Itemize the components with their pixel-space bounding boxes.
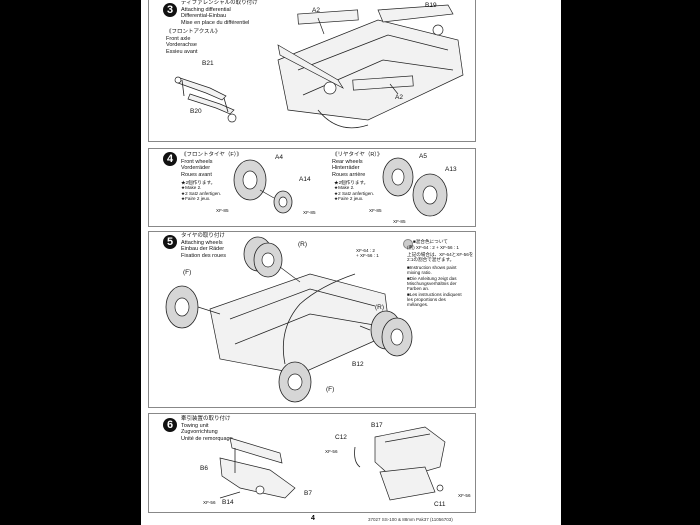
front-wheels-make: ★2個作ります。 ★Make 2. ★2 Satz anfertigen. ★F…	[181, 180, 221, 202]
footer-code: 37027 SS-100 & 88mm Pak37 (11056703)	[368, 517, 453, 522]
front-axle-drawing	[174, 76, 237, 123]
step-3-title: ディファレンシャルの取り付け Attaching differential Di…	[181, 0, 258, 26]
towing-unit-left-drawing	[219, 437, 296, 499]
step-3-title-jp: ディファレンシャルの取り付け	[181, 0, 258, 6]
paint-mix-label: XF-64 : 2 + XF-56 : 1	[356, 248, 379, 259]
label-xf56-b: XF-56	[325, 449, 338, 454]
label-b12: B12	[352, 361, 364, 368]
label-a13: A13	[445, 166, 457, 173]
step-6-title: 牽引装置の取り付け Towing unit Zugvorrichtung Uni…	[181, 416, 233, 442]
front-axle-fr: Essieu avant	[166, 48, 198, 55]
chassis-step3-drawing	[277, 4, 464, 129]
front-make-jp: ★2個作ります。	[181, 180, 216, 185]
label-a2-bottom: A2	[395, 94, 403, 101]
note-fr-1: ■Les instructions indiquent	[407, 292, 462, 297]
label-b6: B6	[200, 465, 208, 472]
note-fr-3: mélanges.	[407, 302, 429, 307]
label-xf56-a: XF-56	[203, 500, 216, 505]
label-f-bottom: (F)	[326, 386, 335, 393]
label-c12: C12	[335, 434, 347, 441]
step-5-title-en: Attaching wheels	[181, 239, 223, 246]
front-axle-jp: 《フロントアクスル》	[166, 29, 221, 35]
label-a4: A4	[275, 154, 283, 161]
page-number: 4	[311, 515, 315, 522]
rear-wheels-caption: 《リヤタイヤ（R）》 Rear wheels Hinterräder Roues…	[332, 152, 383, 178]
step-6-title-en: Towing unit	[181, 422, 209, 429]
front-wheels-jp: 《フロントタイヤ（F）》	[181, 152, 242, 158]
note-de-2: Mischungsverhältnis der	[407, 281, 457, 286]
paint-mix-1: XF-64 : 2	[356, 248, 375, 253]
rear-make-fr: ★Faire 2 jeux.	[334, 196, 364, 202]
step-6-title-de: Zugvorrichtung	[181, 429, 218, 435]
label-a14: A14	[299, 176, 311, 183]
note-en-2: mixing ratio.	[407, 270, 432, 275]
rear-wheels-jp: 《リヤタイヤ（R）》	[332, 152, 383, 158]
paint-swatch-icon	[403, 239, 413, 249]
front-axle-en: Front axle	[166, 35, 191, 42]
step-6-number: 6	[163, 418, 177, 432]
note-fr-2: les proportions des	[407, 297, 446, 302]
label-b19: B19	[425, 2, 437, 9]
step-3-title-de: Differential-Einbau	[181, 13, 227, 19]
step-5-title-de: Einbau der Räder	[181, 246, 225, 252]
note-jp-2: (例) XF-64 : 2 + XF-56 : 1	[407, 245, 459, 250]
front-wheels-en: Front wheels	[181, 158, 213, 165]
label-xf85-a: XF-85	[216, 208, 229, 213]
step-3-title-en: Attaching differential	[181, 6, 231, 13]
step-5-title-jp: タイヤの取り付け	[181, 233, 225, 239]
label-f-left: (F)	[183, 269, 192, 276]
rear-wheels-de: Hinterräder	[332, 165, 360, 171]
front-wheels-caption: 《フロントタイヤ（F）》 Front wheels Vorderräder Ro…	[181, 152, 242, 178]
wheel-attachment-drawing	[165, 236, 413, 403]
towing-unit-right-drawing	[354, 426, 446, 501]
label-r-top: (R)	[298, 241, 308, 248]
step-6-title-fr: Unité de remorquage	[181, 435, 233, 442]
front-wheels-fr: Roues avant	[181, 171, 212, 178]
label-a5: A5	[419, 153, 427, 160]
label-xf56-c: XF-56	[458, 493, 471, 498]
label-b20: B20	[190, 108, 202, 115]
note-jp-3: 上記の場合は、XF-64とXF-56を2:1の割合で混ぜます。	[407, 252, 474, 263]
step-6-title-jp: 牽引装置の取り付け	[181, 416, 231, 422]
step-5-title: タイヤの取り付け Attaching wheels Einbau der Räd…	[181, 233, 226, 259]
label-xf85-d: XF-85	[393, 219, 406, 224]
label-b21: B21	[202, 60, 214, 67]
front-make-en: ★Make 2.	[181, 185, 202, 191]
label-b14: B14	[222, 499, 234, 506]
rear-wheels-fr: Roues arrière	[332, 171, 366, 178]
note-en-1: ■Instruction shows paint	[407, 265, 457, 270]
step-5-number: 5	[163, 235, 177, 249]
rear-wheel-drawing	[382, 157, 448, 217]
front-wheel-drawing	[233, 159, 293, 214]
rear-make-de: ★2 Satz anfertigen.	[334, 190, 375, 196]
note-jp-1: ■混合色について	[413, 239, 448, 244]
rear-wheels-make: ★2個作ります。 ★Make 2. ★2 Satz anfertigen. ★F…	[334, 180, 374, 202]
step-5-title-fr: Fixation des roues	[181, 252, 226, 259]
label-b7: B7	[304, 490, 312, 497]
front-make-fr: ★Faire 2 jeux.	[181, 196, 211, 202]
label-c11: C11	[434, 501, 446, 508]
note-de-3: Farben an.	[407, 286, 430, 291]
front-axle-caption: 《フロントアクスル》 Front axle Vorderachse Essieu…	[166, 29, 221, 55]
front-axle-de: Vorderachse	[166, 42, 197, 48]
rear-wheels-en: Rear wheels	[332, 158, 363, 165]
label-r-right: (R)	[375, 304, 385, 311]
label-a2-top: A2	[312, 7, 320, 14]
step-3-title-fr: Mise en place du différentiel	[181, 19, 250, 26]
label-b17: B17	[371, 422, 383, 429]
label-xf85-c: XF-85	[369, 208, 382, 213]
front-make-de: ★2 Satz anfertigen.	[181, 190, 222, 196]
paint-mix-2: + XF-56 : 1	[356, 253, 379, 259]
front-wheels-de: Vorderräder	[181, 165, 211, 171]
rear-make-jp: ★2個作ります。	[334, 180, 369, 185]
rear-make-en: ★Make 2.	[334, 185, 355, 191]
label-xf85-b: XF-85	[303, 210, 316, 215]
step-4-number: 4	[163, 152, 177, 166]
step-3-number: 3	[163, 3, 177, 17]
note-de-1: ■Die Anleitung zeigt das	[407, 276, 457, 281]
